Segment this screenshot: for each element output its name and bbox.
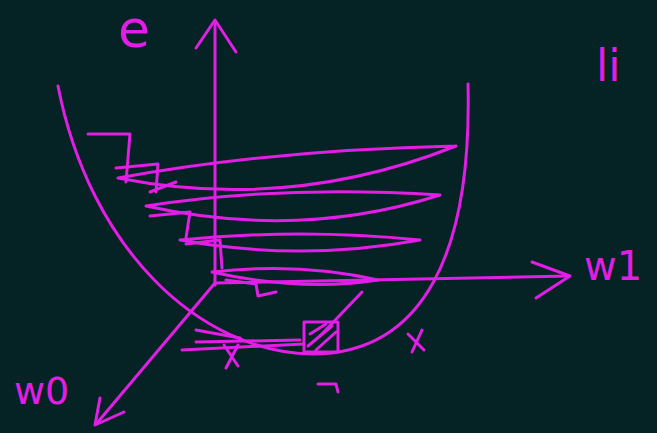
axis-label: li — [596, 44, 620, 88]
axis-arrowhead — [532, 262, 570, 298]
projection-line — [182, 330, 304, 350]
cross-mark — [408, 330, 424, 352]
axis-arrowhead — [196, 20, 236, 52]
cross-mark — [224, 345, 238, 368]
w0-axis — [97, 283, 215, 423]
projection-tick — [88, 134, 130, 182]
contour-line — [118, 146, 456, 190]
contour-line — [180, 234, 420, 251]
minimum-hatch — [308, 324, 336, 350]
axis-label: e — [118, 3, 150, 55]
projection-tick — [186, 240, 276, 296]
gradient-stroke — [320, 292, 362, 336]
projection-tick — [150, 212, 190, 238]
tick-mark — [318, 384, 338, 392]
axis-arrowhead — [95, 398, 124, 425]
bowl-outline — [58, 84, 468, 354]
axis-label: w1 — [584, 246, 642, 286]
axis-label: w0 — [14, 372, 69, 410]
projection-tick — [116, 164, 176, 192]
